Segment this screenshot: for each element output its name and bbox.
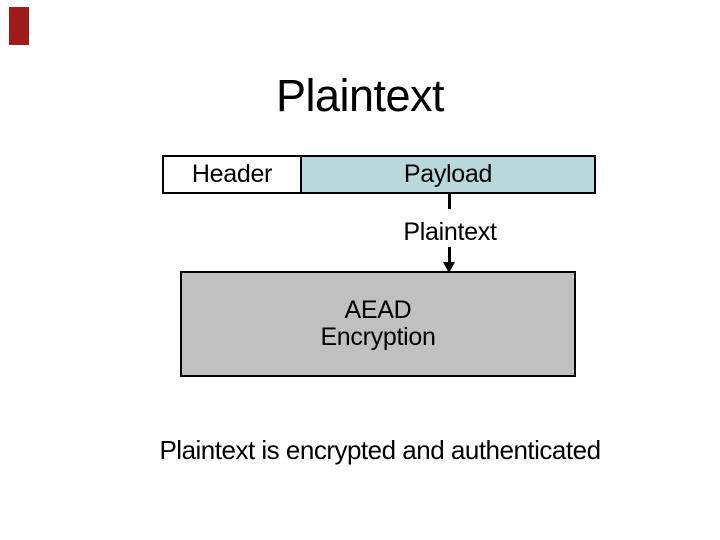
header-cell-label: Header	[191, 160, 273, 188]
aead-box-label-line2: Encryption	[320, 323, 436, 351]
arrow-label-plaintext: Plaintext	[403, 218, 497, 246]
slide-title: Plaintext	[275, 70, 445, 121]
header-cell: Header	[164, 157, 302, 192]
down-arrowhead-icon	[443, 262, 455, 273]
payload-cell: Payload	[302, 157, 594, 192]
packet-bar: Header Payload	[162, 155, 596, 194]
aead-box-label-line1: AEAD	[344, 295, 412, 324]
aead-encryption-box: AEAD Encryption	[180, 271, 576, 377]
down-arrow-line-lower	[448, 247, 451, 264]
down-arrow-line-upper	[448, 194, 451, 209]
payload-cell-label: Payload	[403, 160, 493, 188]
slide-caption: Plaintext is encrypted and authenticated	[159, 435, 601, 465]
red-accent-marker	[9, 7, 29, 45]
